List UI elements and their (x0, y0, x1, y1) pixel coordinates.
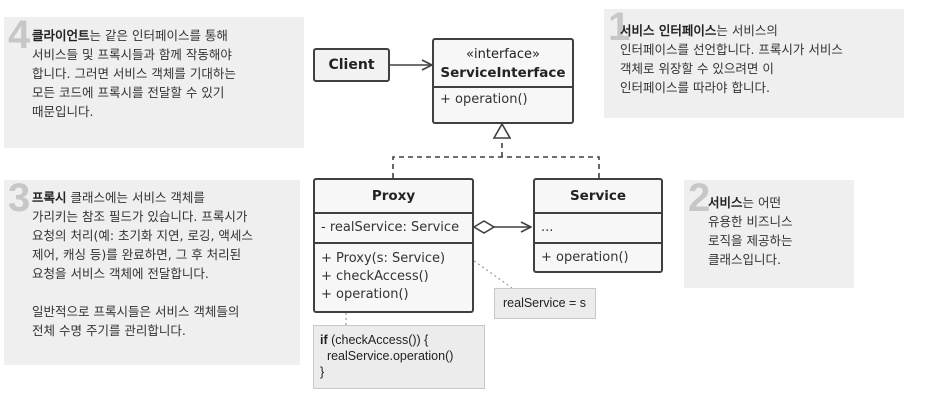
text-segment: 서비스들 및 프록시들과 함께 작동해야 (32, 47, 232, 62)
emphasis: 프록시 (32, 190, 67, 205)
step-number: 2 (688, 176, 711, 220)
text-line: 제어, 캐싱 등)를 완료하면, 그 후 처리된 (32, 245, 290, 264)
client-class-name: Client (328, 57, 375, 73)
text-segment: 제어, 캐싱 등)를 완료하면, 그 후 처리된 (32, 247, 242, 262)
service-interface-methods: + operation() (434, 86, 572, 112)
interface-stereotype: «interface» (466, 47, 540, 62)
service-class: Service ... + operation() (533, 178, 663, 273)
text-line: if (checkAccess()) { (320, 332, 478, 348)
member: + operation() (541, 250, 629, 265)
text-line: 일반적으로 프록시들은 서비스 객체들의 (32, 302, 290, 321)
step-number: 3 (8, 176, 31, 220)
text-segment: 때문입니다. (32, 104, 94, 119)
text-segment: 인터페이스를 따라야 합니다. (620, 80, 770, 95)
text-line: 클라이언트는 같은 인터페이스를 통해 (32, 26, 294, 45)
emphasis: 서비스 인터페이스 (620, 23, 717, 38)
service-interface-header: «interface» ServiceInterface (434, 40, 572, 86)
member: + operation() (321, 287, 409, 302)
text-line: 인터페이스를 따라야 합니다. (620, 78, 894, 97)
service-fields: ... (535, 212, 661, 242)
text-line: 인터페이스를 선언합니다. 프록시가 서비스 (620, 40, 894, 59)
text-line: 때문입니다. (32, 102, 294, 121)
proxy-class: Proxy - realService: Service + Proxy(s: … (313, 178, 474, 313)
member: + operation() (440, 92, 528, 107)
text-segment: 모든 코드에 프록시를 전달할 수 있기 (32, 85, 225, 100)
step-number: 4 (8, 13, 31, 57)
text-line: 요청을 서비스 객체에 전달합니다. (32, 264, 290, 283)
member: + checkAccess() (321, 269, 429, 284)
realization-triangle (492, 122, 512, 139)
member: + Proxy(s: Service) (321, 251, 446, 266)
text-segment: (checkAccess()) { (327, 333, 429, 347)
text-line: realService.operation() (320, 348, 478, 364)
text-line: 유용한 비즈니스 (708, 212, 844, 231)
text-segment: 유용한 비즈니스 (708, 214, 793, 229)
member: realService = s (503, 296, 587, 310)
member: ... (541, 220, 554, 235)
service-interface-name: ServiceInterface (440, 65, 566, 81)
realization-lines (392, 139, 600, 178)
text-line: 서비스들 및 프록시들과 함께 작동해야 (32, 45, 294, 64)
text-line: 모든 코드에 프록시를 전달할 수 있기 (32, 83, 294, 102)
text-segment: 합니다. 그러면 서비스 객체를 기대하는 (32, 66, 236, 81)
text-segment: 는 어떤 (742, 195, 781, 210)
text-segment: 전체 수명 주기를 관리합니다. (32, 323, 186, 338)
service-interface-class: «interface» ServiceInterface + operation… (432, 38, 574, 124)
text-segment: 요청의 처리(예: 초기화 지연, 로깅, 액세스 (32, 228, 253, 243)
text-line (32, 283, 290, 302)
text-line: 전체 수명 주기를 관리합니다. (32, 321, 290, 340)
text-segment: 일반적으로 프록시들은 서비스 객체들의 (32, 304, 240, 319)
text-segment: 객체로 위장할 수 있으려면 이 (620, 61, 774, 76)
text-line: 가리키는 참조 필드가 있습니다. 프록시가 (32, 207, 290, 226)
text-line: 로직을 제공하는 (708, 231, 844, 250)
text-segment: realService.operation() (320, 349, 454, 363)
text-line: 합니다. 그러면 서비스 객체를 기대하는 (32, 64, 294, 83)
client-class: Client (313, 48, 390, 82)
step-number: 1 (608, 5, 631, 49)
assignment-note-connector (469, 257, 513, 289)
text-line: 클래스입니다. (708, 250, 844, 269)
service-class-name: Service (569, 188, 627, 204)
text-segment: 인터페이스를 선언합니다. 프록시가 서비스 (620, 42, 843, 57)
operation-code-note: if (checkAccess()) { realService.operati… (313, 325, 485, 389)
text-line: 요청의 처리(예: 초기화 지연, 로깅, 액세스 (32, 226, 290, 245)
aggregation-diamond (472, 220, 496, 234)
proxy-class-name: Proxy (371, 188, 416, 204)
text-segment: 클래스입니다. (708, 252, 781, 267)
text-segment: 는 서비스의 (716, 23, 778, 38)
emphasis: 클라이언트 (32, 28, 90, 43)
service-methods: + operation() (535, 242, 661, 272)
text-line: 프록시 클래스에는 서비스 객체를 (32, 188, 290, 207)
text-segment: 요청을 서비스 객체에 전달합니다. (32, 266, 209, 281)
proxy-fields: - realService: Service (315, 212, 472, 242)
text-line: } (320, 364, 478, 380)
emphasis: 서비스 (708, 195, 743, 210)
text-segment: 로직을 제공하는 (708, 233, 793, 248)
member: - realService: Service (321, 220, 460, 235)
text-segment: 가리키는 참조 필드가 있습니다. 프록시가 (32, 209, 248, 224)
proxy-methods: + Proxy(s: Service) + checkAccess() + oper… (315, 242, 472, 308)
emphasis: if (320, 333, 328, 347)
text-segment: } (320, 365, 325, 379)
text-line: 서비스는 어떤 (708, 193, 844, 212)
text-segment: 클래스에는 서비스 객체를 (66, 190, 205, 205)
assignment-code-note: realService = s (494, 288, 596, 319)
text-line: 서비스 인터페이스는 서비스의 (620, 21, 894, 40)
text-line: 객체로 위장할 수 있으려면 이 (620, 59, 894, 78)
text-segment: 는 같은 인터페이스를 통해 (89, 28, 228, 43)
